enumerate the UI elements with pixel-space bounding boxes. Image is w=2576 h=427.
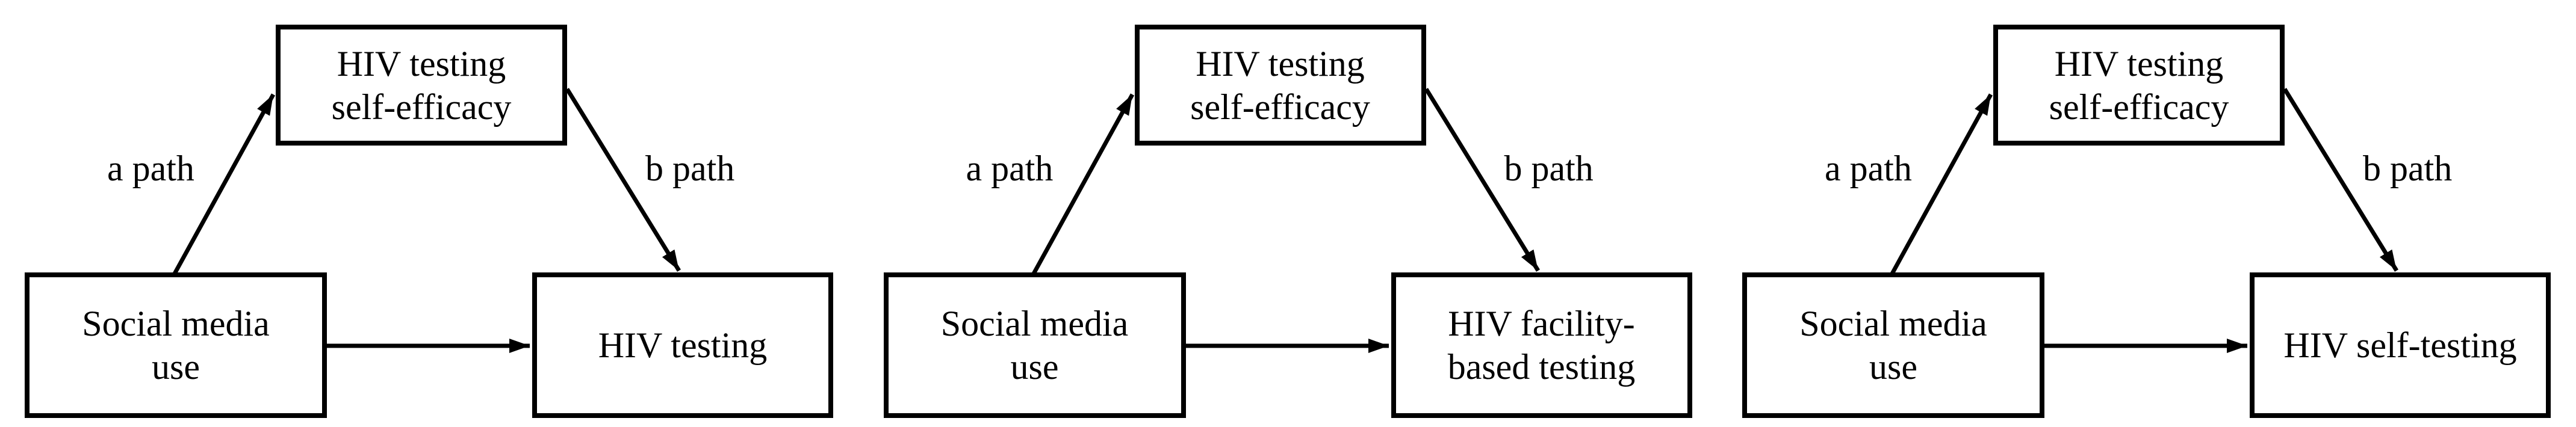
a-path-label: a path [1825,149,1912,188]
mediation-diagram-hiv-testing: HIV testing self-efficacy Social media u… [0,0,858,427]
predictor-label: Social media use [940,304,1129,387]
mediator-label: HIV testing self-efficacy [2049,43,2229,127]
outcome-box: HIV testing [532,272,833,418]
predictor-label: Social media use [82,304,270,387]
b-path-label: b path [645,149,735,188]
outcome-box: HIV facility- based testing [1391,272,1692,418]
outcome-label: HIV self-testing [2283,325,2517,365]
predictor-box: Social media use [1742,272,2044,418]
predictor-label: Social media use [1799,304,1987,387]
outcome-label: HIV testing [598,325,768,365]
predictor-box: Social media use [883,272,1186,418]
arrows-layer [1031,88,1540,353]
outcome-label: HIV facility- based testing [1447,304,1636,387]
b-path-label: b path [2363,149,2453,188]
mediator-box: HIV testing self-efficacy [1993,25,2285,146]
b-path-arrow [565,88,681,272]
a-path-label: a path [107,149,194,188]
b-path-arrow [1424,88,1540,272]
mediator-label: HIV testing self-efficacy [1190,43,1370,127]
a-path-arrow [1890,93,1993,275]
predictor-box: Social media use [25,272,327,418]
outcome-box: HIV self-testing [2250,272,2551,418]
mediator-label: HIV testing self-efficacy [331,43,512,127]
a-path-label: a path [966,149,1054,188]
arrows-layer [172,88,681,353]
a-path-arrow [172,93,276,275]
b-path-label: b path [1504,149,1594,188]
mediation-diagram-hiv-facility-based-testing: HIV testing self-efficacy Social media u… [859,0,1718,427]
arrows-layer [1890,88,2398,353]
b-path-arrow [2283,88,2398,272]
mediator-box: HIV testing self-efficacy [276,25,567,146]
a-path-arrow [1031,93,1134,275]
mediation-diagram-hiv-self-testing: HIV testing self-efficacy Social media u… [1718,0,2576,427]
mediator-box: HIV testing self-efficacy [1134,25,1426,146]
